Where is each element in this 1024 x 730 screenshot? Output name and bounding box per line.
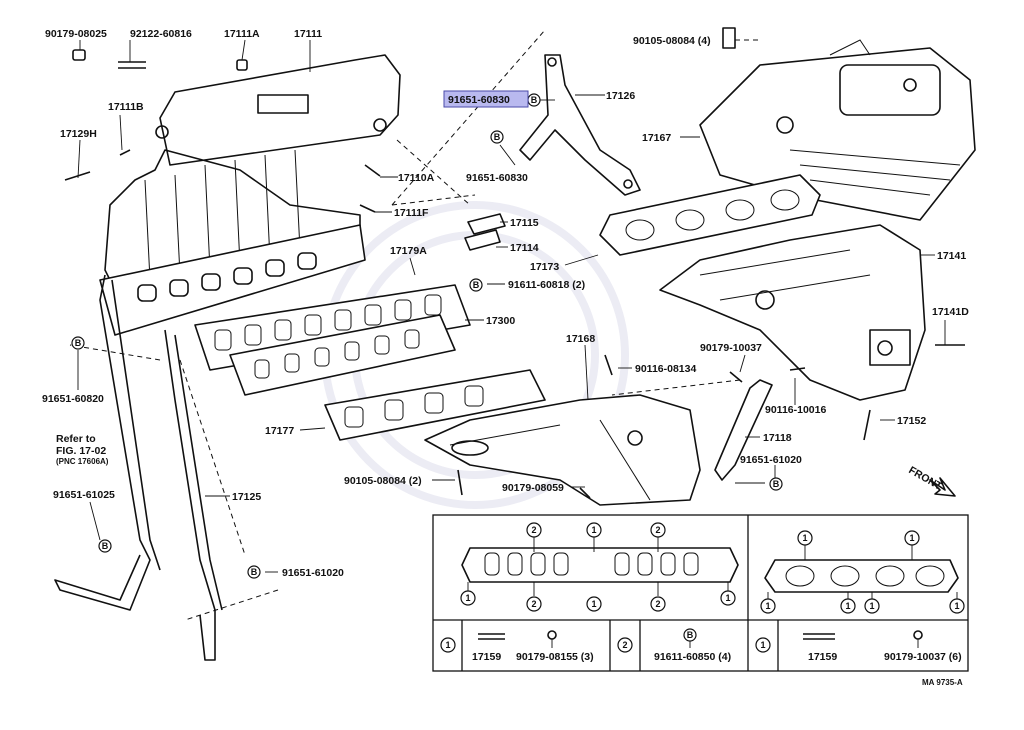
svg-text:1: 1	[445, 640, 450, 650]
callout-90105-08084-lower[interactable]: 90105-08084 (2)	[344, 475, 422, 487]
svg-text:2: 2	[622, 640, 627, 650]
front-arrow: FRONT	[907, 464, 956, 497]
callout-90116-08134[interactable]: 90116-08134	[635, 363, 696, 375]
callout-90105-08084-top[interactable]: 90105-08084 (4)	[633, 35, 711, 47]
callout-17173[interactable]: 17173	[530, 261, 559, 273]
callout-17115[interactable]: 17115	[510, 217, 539, 229]
table-part-17159-right[interactable]: 17159	[808, 651, 837, 663]
stay-17118	[714, 379, 773, 481]
leader-lines	[77, 39, 946, 573]
callout-17114[interactable]: 17114	[510, 242, 539, 254]
exhaust-manifold	[659, 224, 926, 401]
svg-text:2: 2	[655, 525, 660, 535]
svg-text:B: B	[773, 479, 780, 489]
svg-text:1: 1	[954, 601, 959, 611]
refer-line-3: (PNC 17606A)	[56, 457, 109, 466]
svg-text:B: B	[494, 132, 501, 142]
svg-text:1: 1	[760, 640, 765, 650]
callout-17141d[interactable]: 17141D	[932, 306, 969, 318]
svg-text:1: 1	[802, 533, 807, 543]
svg-text:1: 1	[465, 593, 470, 603]
gasket-17177	[324, 369, 546, 441]
svg-text:1: 1	[591, 599, 596, 609]
gasket-table: 2 1 2 1 2 1 2 1 1 1 1 1 1 1 1 17159 9017…	[432, 514, 969, 672]
refer-note: Refer to FIG. 17-02 (PNC 17606A)	[56, 433, 109, 466]
callout-90116-10016[interactable]: 90116-10016	[765, 404, 826, 416]
svg-text:2: 2	[531, 599, 536, 609]
callout-91651-61020-left[interactable]: 91651-61020	[282, 567, 344, 579]
svg-text:1: 1	[845, 601, 850, 611]
table-fastener-91611-60850[interactable]: 91611-60850 (4)	[654, 651, 731, 663]
svg-text:1: 1	[591, 525, 596, 535]
callout-90179-10037[interactable]: 90179-10037	[700, 342, 762, 354]
callout-17126[interactable]: 17126	[606, 90, 635, 102]
callout-90179-08059[interactable]: 90179-08059	[502, 482, 564, 494]
callout-92122-60816[interactable]: 92122-60816	[130, 28, 192, 40]
svg-text:B: B	[687, 630, 694, 640]
svg-text:1: 1	[765, 601, 770, 611]
callout-17168[interactable]: 17168	[566, 333, 595, 345]
callout-17111a[interactable]: 17111A	[224, 28, 260, 40]
svg-text:B: B	[75, 338, 82, 348]
callout-17300[interactable]: 17300	[486, 315, 515, 327]
callout-17152[interactable]: 17152	[897, 415, 926, 427]
svg-text:B: B	[102, 541, 109, 551]
svg-text:1: 1	[909, 533, 914, 543]
callout-17177[interactable]: 17177	[265, 425, 294, 437]
stay-17126	[519, 54, 641, 196]
callout-17111f[interactable]: 17111F	[394, 207, 429, 219]
table-part-17159-left[interactable]: 17159	[472, 651, 501, 663]
callout-17111[interactable]: 17111	[294, 28, 322, 40]
heat-insulator	[424, 394, 701, 506]
stay-brackets	[54, 274, 223, 661]
svg-text:B: B	[531, 95, 538, 105]
b-badges: B B B B B B B	[71, 93, 783, 579]
callout-91651-60830[interactable]: 91651-60830	[466, 172, 528, 184]
callout-90179-08025[interactable]: 90179-08025	[45, 28, 107, 40]
callout-17111b[interactable]: 17111B	[108, 101, 144, 113]
callout-91651-61025[interactable]: 91651-61025	[53, 489, 115, 501]
svg-text:2: 2	[531, 525, 536, 535]
callout-17125[interactable]: 17125	[232, 491, 261, 503]
table-fastener-90179-08155[interactable]: 90179-08155 (3)	[516, 651, 594, 663]
svg-text:1: 1	[869, 601, 874, 611]
exhaust-gasket-17173	[599, 174, 821, 256]
callout-91651-60830-highlighted[interactable]: 91651-60830	[448, 94, 510, 106]
callout-91651-61020-right[interactable]: 91651-61020	[740, 454, 802, 466]
callout-17118[interactable]: 17118	[763, 432, 792, 444]
table-fastener-90179-10037[interactable]: 90179-10037 (6)	[884, 651, 962, 663]
intake-plenum-17300	[229, 314, 456, 396]
callout-17141[interactable]: 17141	[937, 250, 966, 262]
highlight-91651-60830	[443, 90, 529, 108]
refer-line-2[interactable]: FIG. 17-02	[56, 445, 106, 457]
cylinder-head-cover	[699, 39, 976, 221]
callout-17167[interactable]: 17167	[642, 132, 671, 144]
svg-text:2: 2	[655, 599, 660, 609]
callout-17110a[interactable]: 17110A	[398, 172, 435, 184]
refer-line-1: Refer to	[56, 433, 96, 445]
callout-17129h[interactable]: 17129H	[60, 128, 97, 140]
callout-labels: 90179-08025 92122-60816 17111A 17111 171…	[42, 28, 969, 579]
svg-text:B: B	[251, 567, 258, 577]
svg-text:1: 1	[725, 593, 730, 603]
intake-manifold	[99, 54, 401, 336]
callout-91651-60820[interactable]: 91651-60820	[42, 393, 104, 405]
callout-91611-60818[interactable]: 91611-60818 (2)	[508, 279, 585, 291]
svg-text:B: B	[473, 280, 480, 290]
callout-17179a[interactable]: 17179A	[390, 245, 427, 257]
small-plates	[464, 213, 506, 251]
diagram-code: MA 9735-A	[922, 678, 963, 687]
